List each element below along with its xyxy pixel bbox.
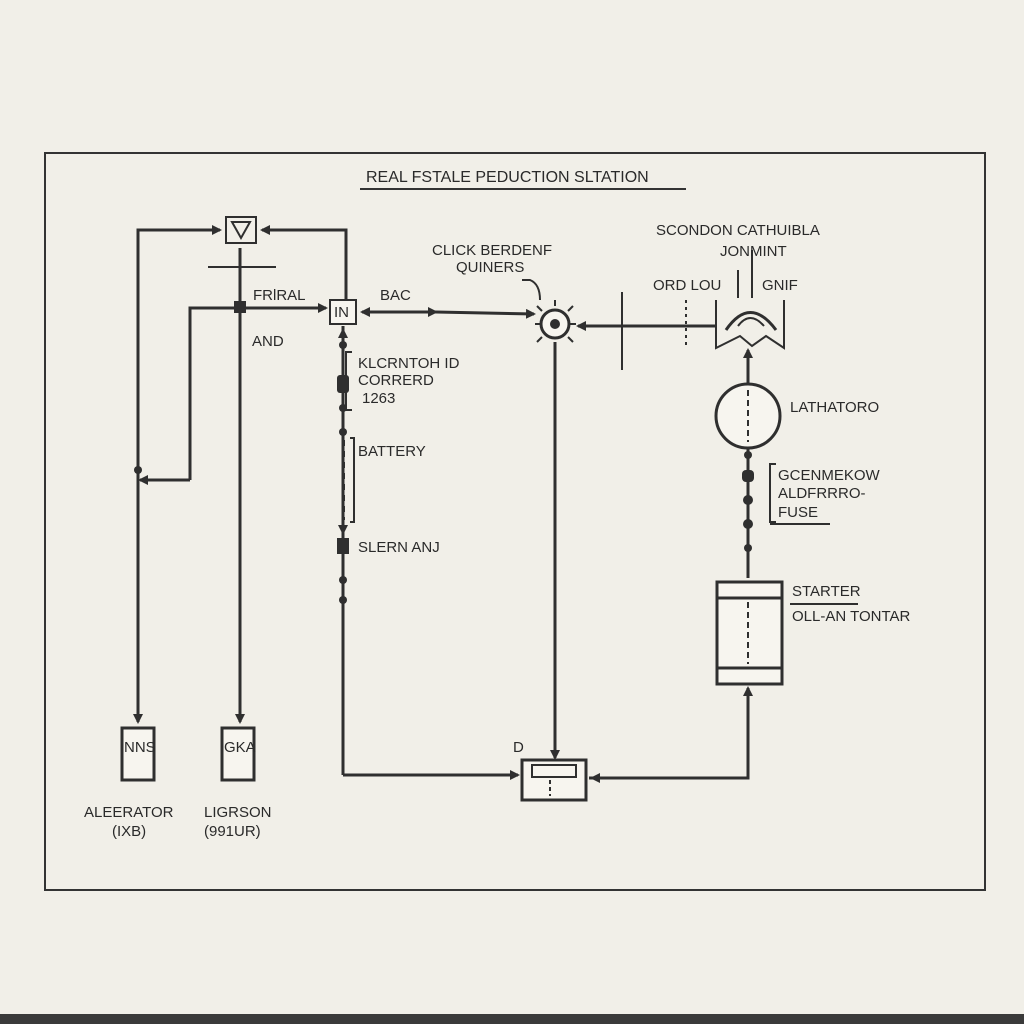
label-scondon-2: JONMINT <box>720 243 787 260</box>
wire-starter-to-d <box>589 686 753 780</box>
junction-square-frlral <box>234 301 246 313</box>
joint-component <box>685 250 785 350</box>
sun-switch-icon <box>535 300 576 343</box>
diagram-title: REAL FSTALE PEDUCTION SLTATION <box>366 169 649 186</box>
label-klcrntoh-3: 1263 <box>362 390 395 407</box>
label-ord-lou: ORD LOU <box>653 277 721 294</box>
alerator-box <box>120 726 156 782</box>
in-box <box>329 299 357 325</box>
label-scondon-1: SCONDON CATHUIBLA <box>656 222 820 239</box>
wire-top-right <box>260 225 348 300</box>
click-leader <box>522 279 541 301</box>
label-starter: STARTER <box>792 583 861 600</box>
label-and: AND <box>252 333 284 350</box>
ligrson-box <box>220 726 256 782</box>
d-component-inner <box>531 764 577 778</box>
label-alerator-2: (IXB) <box>112 823 146 840</box>
fuse-chain <box>742 451 754 552</box>
label-lathatoro: LATHATORO <box>790 399 879 416</box>
label-slern: SLERN ANJ <box>358 539 440 556</box>
label-fuse-2: ALDFRRRO- <box>778 485 866 502</box>
label-ligrson-1: LIGRSON <box>204 804 272 821</box>
label-click-2: QUINERS <box>456 259 524 276</box>
wire-left-mid <box>188 306 240 480</box>
d-label: D <box>513 739 524 756</box>
alerator-box-text: NNS <box>124 739 156 756</box>
battery-bracket <box>350 437 355 523</box>
triangle-component <box>208 216 276 268</box>
in-box-label: IN <box>334 304 349 321</box>
diagram-frame <box>44 152 986 891</box>
junction-dot-left <box>134 466 142 474</box>
label-oll-an: OLL-AN TONTAR <box>792 608 911 625</box>
label-frlral: FRlRAL <box>253 287 306 304</box>
label-battery: BATTERY <box>358 443 426 460</box>
fuse-bracket <box>769 463 776 523</box>
wire-left-top <box>136 225 222 720</box>
wire-to-sun <box>435 308 536 319</box>
klcrntoh-bracket <box>345 351 352 411</box>
label-klcrntoh-2: CORRERD <box>358 372 434 389</box>
ligrson-box-text: GKA <box>224 739 256 756</box>
bottom-edge-strip <box>0 1014 1024 1024</box>
label-fuse-1: GCENMEKOW <box>778 467 881 484</box>
label-bac: BAC <box>380 287 411 304</box>
label-ligrson-2: (991UR) <box>204 823 261 840</box>
label-klcrntoh-1: KLCRNTOH ID <box>358 355 460 372</box>
label-click-1: CLICK BERDENF <box>432 242 552 259</box>
label-alerator-1: ALEERATOR <box>84 804 174 821</box>
label-fuse-3: FUSE <box>778 504 818 521</box>
label-gnif: GNIF <box>762 277 798 294</box>
